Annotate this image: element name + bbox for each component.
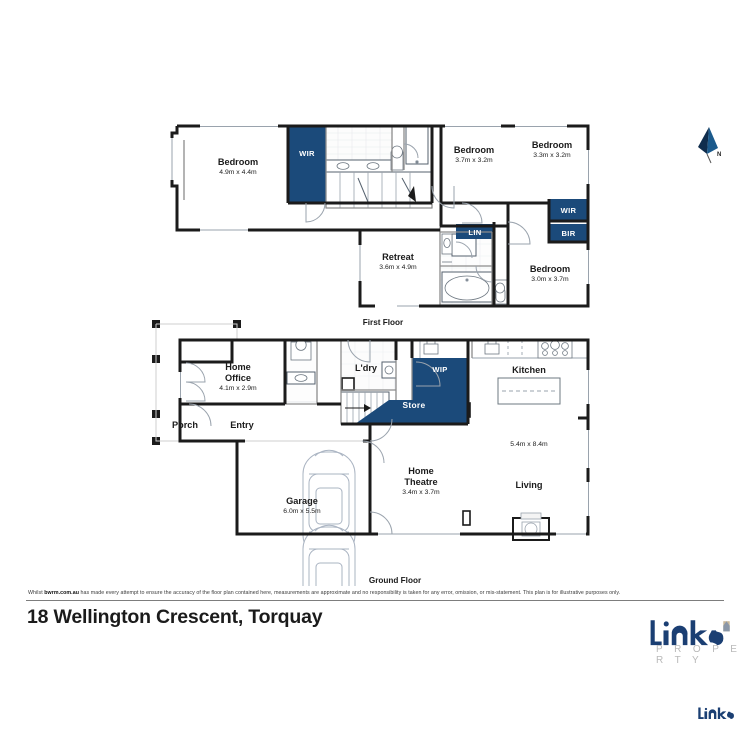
room-label-home-office: Home Office 4.1m x 2.9m	[197, 362, 279, 393]
room-dims: 3.7m x 3.2m	[455, 157, 493, 164]
bir-block	[549, 224, 588, 242]
room-label-bedroom-2: Bedroom 3.7m x 3.2m	[435, 145, 513, 165]
first-floor-fixtures	[325, 125, 509, 305]
wip-block	[412, 358, 468, 400]
room-name: Home	[225, 362, 251, 372]
wir-block-1	[288, 126, 326, 202]
room-name-2: Theatre	[404, 477, 438, 487]
north-letter: N	[717, 152, 722, 158]
tag-wip: WIP	[432, 364, 448, 374]
room-name: Entry	[230, 420, 254, 430]
room-dims: 6.0m x 5.5m	[283, 508, 321, 515]
room-name: Bedroom	[529, 264, 571, 274]
room-dims: 4.9m x 4.4m	[219, 169, 257, 176]
property-address: 18 Wellington Crescent, Torquay	[27, 606, 323, 628]
disclaimer-brand: bwrm.com.au	[44, 590, 79, 596]
room-name: Garage	[286, 496, 318, 506]
disclaimer-prefix: Whilst	[28, 590, 45, 596]
links-mini-logo	[698, 707, 734, 719]
tag-lin: LIN	[468, 227, 482, 237]
room-label-living: Living	[494, 480, 564, 491]
room-dims: 4.1m x 2.9m	[219, 385, 257, 392]
room-name: Kitchen	[512, 365, 546, 375]
room-label-laundry: L'dry	[345, 363, 387, 374]
ground-floor-windows	[178, 370, 591, 536]
store-block	[355, 400, 468, 424]
room-dims: 3.6m x 4.9m	[379, 264, 417, 271]
room-label-garage: Garage 6.0m x 5.5m	[258, 496, 346, 516]
tag-store: Store	[402, 400, 426, 410]
floor-label-ground: Ground Floor	[368, 576, 422, 585]
links-property-logo	[650, 620, 730, 646]
ground-floor-doors	[185, 339, 441, 535]
room-name-2: Office	[224, 373, 252, 383]
first-floor-doors	[305, 143, 531, 283]
room-name: Retreat	[382, 252, 414, 262]
logo-subtitle: P R O P E R T Y	[656, 644, 742, 666]
room-label-porch: Porch	[158, 420, 212, 431]
room-dims: 3.3m x 3.2m	[533, 152, 571, 159]
floor-label-first: First Floor	[362, 318, 404, 327]
first-floor-plan	[170, 124, 591, 308]
room-dims: 5.4m x 8.4m	[510, 441, 548, 448]
disclaimer-rest: has made every attempt to ensure the acc…	[79, 590, 621, 596]
room-label-home-theatre: Home Theatre 3.4m x 3.7m	[383, 466, 459, 497]
room-label-bedroom-3: Bedroom 3.3m x 3.2m	[514, 140, 590, 160]
room-label-kitchen: Kitchen	[494, 365, 564, 376]
first-floor-windows	[170, 124, 591, 308]
room-label-retreat: Retreat 3.6m x 4.9m	[358, 252, 438, 272]
room-name: Bedroom	[453, 145, 495, 155]
footer: Whilst bwrm.com.au has made every attemp…	[0, 586, 750, 750]
room-name: Porch	[171, 420, 199, 430]
ground-floor-plan	[152, 320, 591, 633]
room-name: Bedroom	[217, 157, 259, 167]
tag-wir-1: WIR	[299, 148, 315, 158]
room-label-entry: Entry	[215, 420, 269, 431]
north-arrow	[698, 127, 718, 164]
ground-floor-fixtures	[284, 339, 588, 633]
room-label-bedroom-4: Bedroom 3.0m x 3.7m	[512, 264, 588, 284]
wir-block-2	[549, 199, 588, 221]
room-dims: 3.0m x 3.7m	[531, 276, 569, 283]
room-name: L'dry	[354, 363, 378, 373]
room-name: Living	[515, 480, 543, 490]
room-label-bedroom-1: Bedroom 4.9m x 4.4m	[192, 157, 284, 177]
tag-bir: BIR	[561, 228, 576, 238]
tag-wir-2: WIR	[560, 205, 577, 215]
room-dims: 3.4m x 3.7m	[402, 489, 440, 496]
disclaimer-text: Whilst bwrm.com.au has made every attemp…	[28, 590, 722, 597]
footer-divider	[26, 600, 724, 601]
room-dims-living: 5.4m x 8.4m	[494, 440, 564, 449]
room-name: Home	[408, 466, 434, 476]
room-name: Bedroom	[531, 140, 573, 150]
